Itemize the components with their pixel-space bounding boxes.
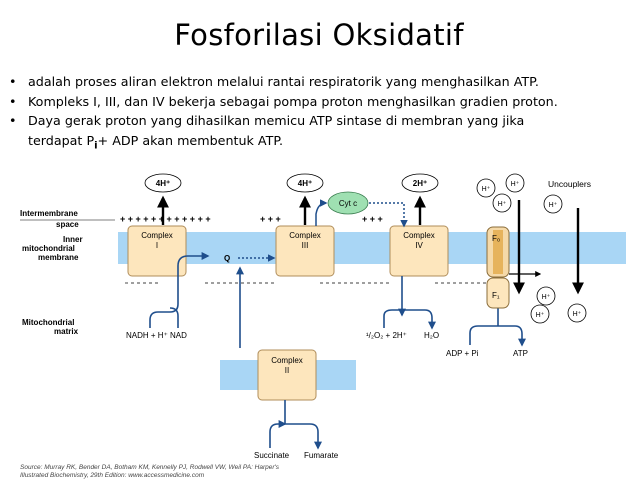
bullet-item: • adalah proses aliran elektron melalui r… [6,72,634,92]
bullet-text-post: + ADP akan membentuk ATP. [97,132,284,148]
adp-pi-label: ADP + Pi [446,349,479,358]
bullet-dot: • [9,74,17,89]
complex-ii-loop [284,400,322,450]
water-label: H₂O [424,331,439,340]
oxygen-label: ¹/₂O₂ + 2H⁺ [366,331,407,340]
cytochrome-c-label: Cyt c [339,199,357,208]
proton-pump-label: 4H⁺ [298,179,312,188]
proton-circle [476,178,496,198]
source-citation-2: Illustrated Biochemistry, 29th Edition: … [20,472,205,479]
complex-ii-box [257,349,317,401]
complex-label: Complex [271,356,303,365]
inner-membrane-label-3: membrane [38,253,79,262]
charge-plus-signs-2: + + + [260,214,281,224]
source-citation: Source: Murray RK, Bender DA, Botham KM,… [20,464,280,471]
bullet-subscript: i [94,140,98,152]
proton-pump-label: 4H⁺ [156,179,170,188]
complex-iii-box [275,225,335,277]
complex-number: I [156,241,158,250]
inner-membrane-label-2: mitochondrial [22,244,75,253]
proton-pump-oval [286,173,324,193]
complex-number: III [302,241,309,250]
bullet-list: • adalah proses aliran elektron melalui r… [6,72,634,156]
proton-circle [492,193,512,213]
complex-number: II [285,366,289,375]
ubiquinone-label: Q [224,254,230,263]
complex-iv-box [389,225,449,277]
complex-i-box [127,225,187,277]
atp-loop [469,325,526,347]
succinate-label: Succinate [254,451,290,460]
proton-circle [543,194,563,214]
proton-circle [567,303,587,323]
f0-label: F₀ [492,234,500,243]
nadh-loop [169,307,179,328]
inner-membrane [118,232,626,264]
proton-circle-label: H⁺ [542,294,551,301]
proton-circle-label: H⁺ [536,312,545,319]
proton-circle [530,304,550,324]
proton-circle-label: H⁺ [549,202,558,209]
bullet-dot: • [9,113,17,128]
complex-label: Complex [141,231,173,240]
complex-label: Complex [289,231,321,240]
bullet-text-pre: terdapat P [28,132,95,148]
proton-circle-label: H⁺ [511,181,520,188]
oxidative-phosphorylation-diagram: Intermembrane space Inner mitochondrial … [20,173,626,479]
proton-circle [536,286,556,306]
bullet-item: • Daya gerak proton yang dihasilkan memic… [6,111,634,156]
atp-synthase-f1 [486,277,510,309]
proton-circle-label: H⁺ [482,186,491,193]
f1-label: F₁ [492,291,500,300]
proton-circle-label: H⁺ [573,311,582,318]
bullet-item: • Kompleks I, III, dan IV bekerja sebagai… [6,92,634,112]
proton-circle [505,173,525,193]
uncouplers-label: Uncouplers [548,179,591,189]
atp-label: ATP [513,349,528,358]
oxygen-loop [383,309,436,330]
matrix-label-2: matrix [54,327,79,336]
bullet-dot: • [9,93,17,109]
proton-circle-label: H⁺ [498,201,507,208]
matrix-label: Mitochondrial [22,318,74,327]
charge-plus-signs-3: + + + [362,214,383,224]
proton-pump-oval [144,173,182,193]
atp-synthase-core [493,230,503,274]
intermembrane-label-2: space [56,220,79,229]
proton-pump-label: 2H⁺ [413,179,427,188]
intermembrane-label: Intermembrane [20,209,78,218]
proton-pump-oval [401,173,439,193]
succinate-path [269,420,287,448]
complex-label: Complex [403,231,435,240]
inner-membrane-label: Inner [63,235,83,244]
bullet-text: Daya gerak proton yang dihasilkan memicu… [28,113,525,128]
complex-number: IV [415,241,423,250]
cytochrome-c [327,191,369,215]
bullet-text: Kompleks I, III, dan IV bekerja sebagai … [28,93,558,109]
nadh-label: NADH + H⁺ NAD [126,331,187,340]
fumarate-label: Fumarate [304,451,339,460]
charge-plus-signs: + + + + + + + + + + + + [120,214,211,224]
slide-title: Fosforilasi Oksidatif [174,18,464,52]
bullet-text: adalah proses aliran elektron melalui ra… [28,74,539,89]
complex-iii-to-cytc-arrow [315,199,328,226]
